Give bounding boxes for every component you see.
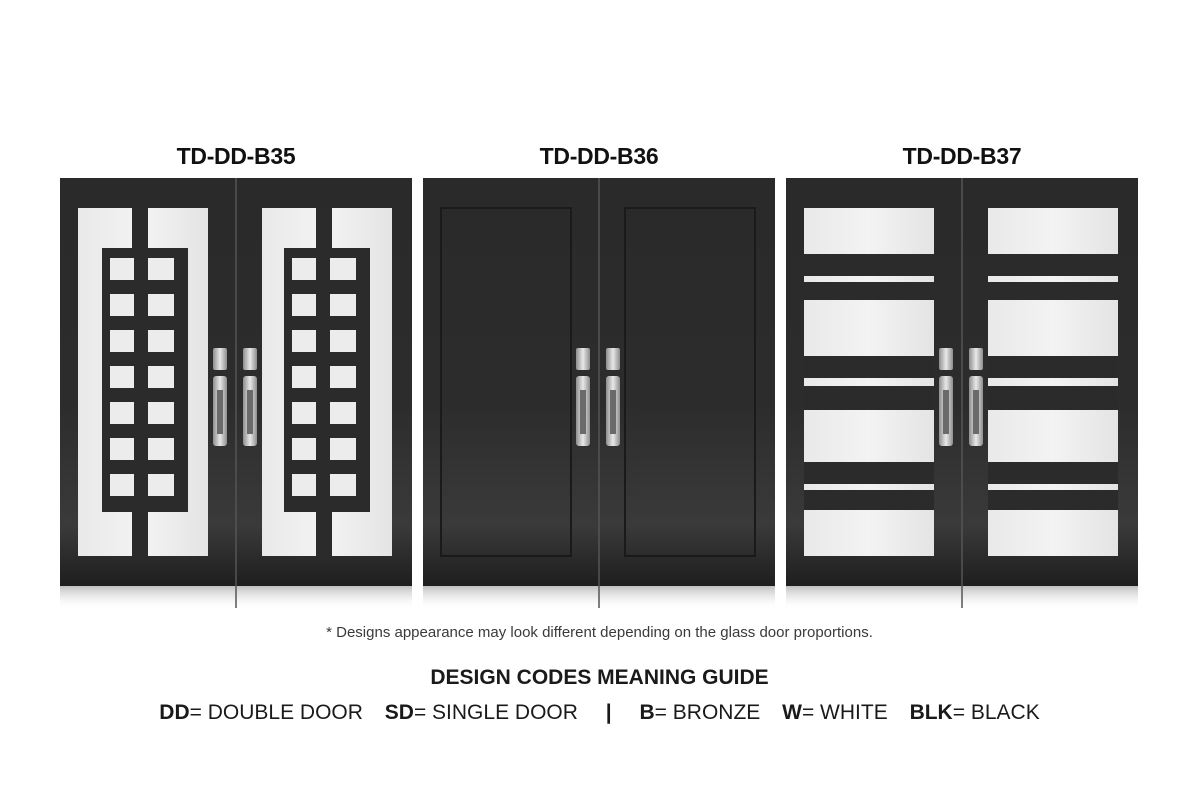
legend-item-dd: DD= DOUBLE DOOR — [159, 701, 363, 724]
legend-item-w: W= WHITE — [782, 701, 888, 724]
door-b37-illustration — [786, 178, 1138, 610]
door-title-b35: TD-DD-B35 — [176, 143, 296, 169]
legend-item-sd: SD= SINGLE DOOR — [384, 701, 578, 724]
door-title-b37: TD-DD-B37 — [902, 143, 1022, 169]
door-b35-illustration — [60, 178, 412, 610]
door-handle-left — [939, 348, 953, 446]
door-handle-left — [576, 348, 590, 446]
door-handle-left — [213, 348, 227, 446]
legend-separator: | — [605, 701, 612, 724]
guide-title: DESIGN CODES MEANING GUIDE — [430, 666, 769, 689]
door-handle-right — [243, 348, 257, 446]
legend-item-blk: BLK= BLACK — [909, 701, 1040, 724]
door-handle-right — [606, 348, 620, 446]
design-code-legend: DD= DOUBLE DOOR SD= SINGLE DOOR | B= BRO… — [0, 701, 1199, 725]
door-handle-right — [969, 348, 983, 446]
door-title-b36: TD-DD-B36 — [539, 143, 659, 169]
disclaimer-text: * Designs appearance may look different … — [326, 624, 873, 641]
legend-item-b: B= BRONZE — [639, 701, 761, 724]
door-b36-illustration — [423, 178, 775, 610]
